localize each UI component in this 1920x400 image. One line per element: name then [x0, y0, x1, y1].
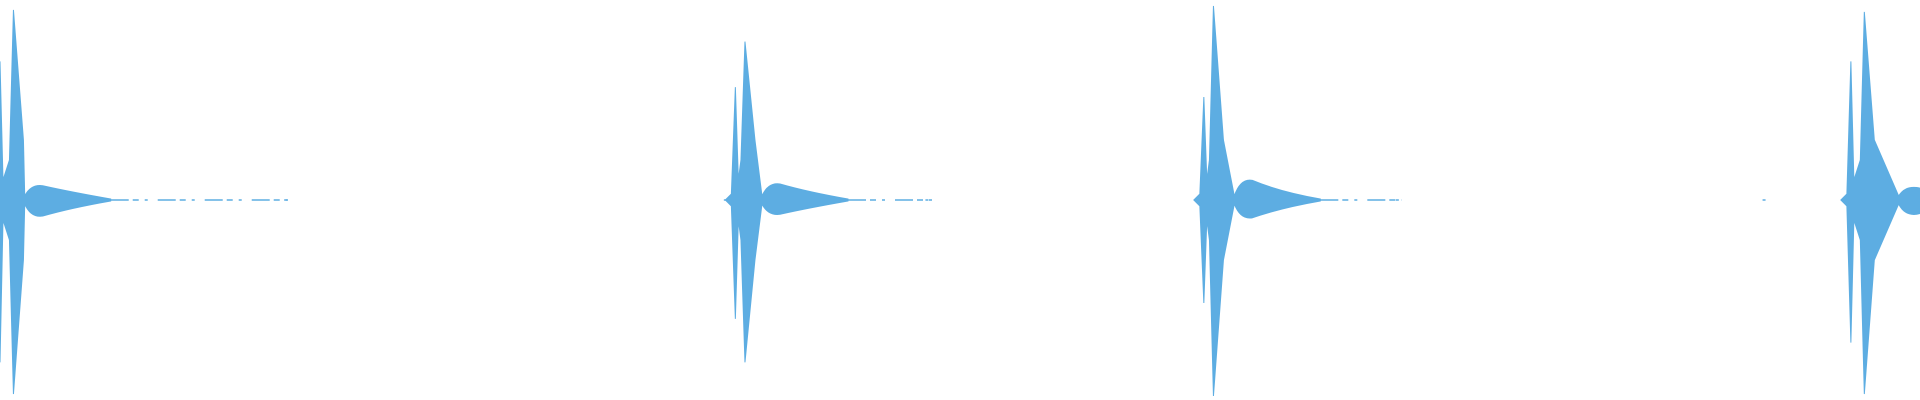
waveform-pulse-2	[724, 41, 941, 363]
waveform-burst	[724, 41, 849, 363]
waveform-pulse-1	[0, 9, 288, 395]
waveform-pulse-4	[1840, 11, 1920, 395]
waveform-burst	[1193, 5, 1321, 397]
waveform-burst	[1840, 11, 1920, 395]
waveform-pulse-3	[1193, 5, 1402, 397]
waveform-burst	[0, 9, 112, 395]
